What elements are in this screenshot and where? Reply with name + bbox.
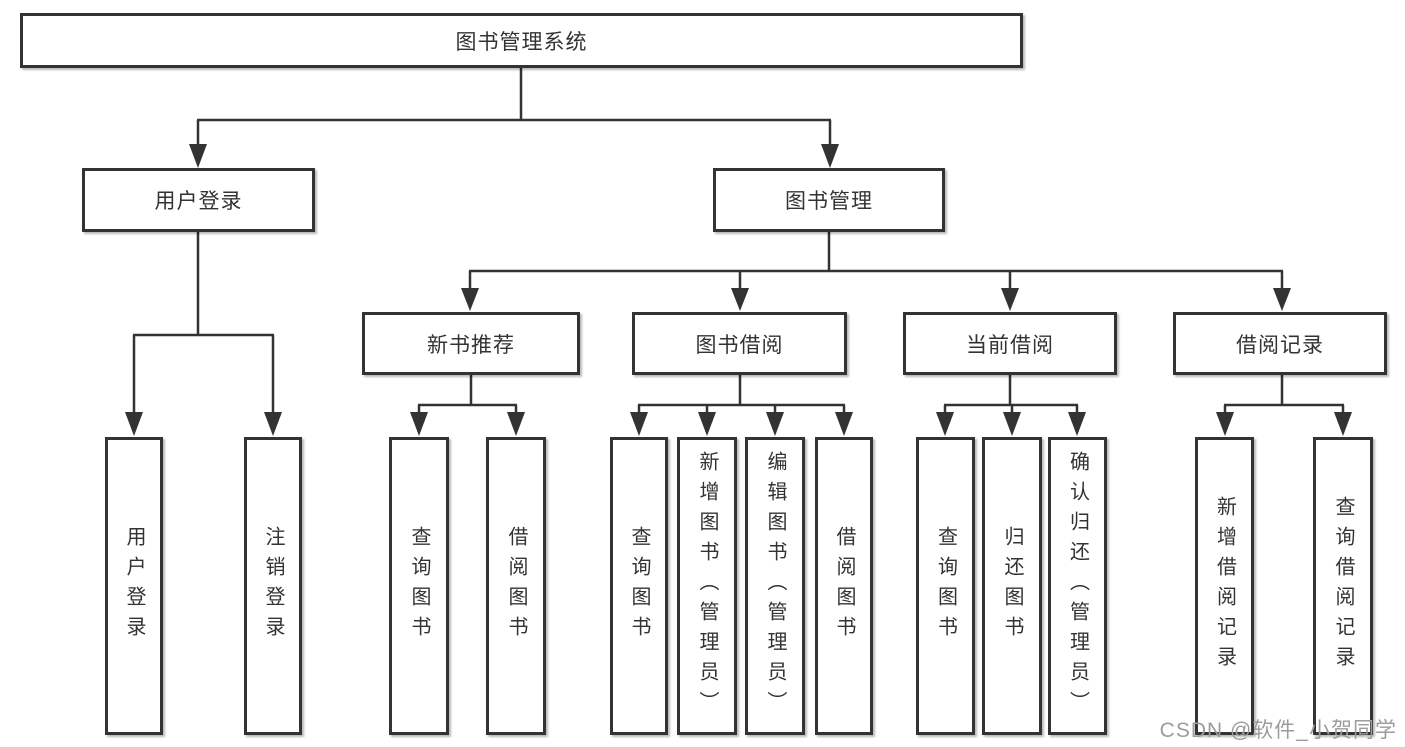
- leaf-borrow-book: 借阅图书: [815, 437, 873, 735]
- leaf-add-book-admin-label: 新增图书（管理员）: [696, 451, 718, 721]
- leaf-query-books-borrow-label: 查询图书: [628, 526, 650, 646]
- leaf-confirm-return-admin-label: 确认归还（管理员）: [1066, 451, 1089, 721]
- leaf-query-books-recommend: 查询图书: [389, 437, 449, 735]
- leaf-query-books-borrow: 查询图书: [610, 437, 668, 735]
- leaf-borrow-books-recommend-label: 借阅图书: [505, 526, 527, 646]
- leaf-add-borrow-record: 新增借阅记录: [1195, 437, 1254, 735]
- leaf-borrow-books-recommend: 借阅图书: [486, 437, 546, 735]
- leaf-query-books-current: 查询图书: [916, 437, 975, 735]
- leaf-add-book-admin: 新增图书（管理员）: [677, 437, 737, 735]
- arrowheads: [125, 144, 1352, 436]
- node-new-book-recommend-label: 新书推荐: [427, 333, 515, 357]
- node-new-book-recommend: 新书推荐: [362, 312, 580, 375]
- node-book-management: 图书管理: [713, 168, 945, 232]
- leaf-user-login-label: 用户登录: [123, 526, 145, 646]
- node-borrow-records: 借阅记录: [1173, 312, 1387, 375]
- leaf-logout: 注销登录: [244, 437, 302, 735]
- leaf-edit-book-admin-label: 编辑图书（管理员）: [764, 451, 786, 721]
- leaf-edit-book-admin: 编辑图书（管理员）: [745, 437, 805, 735]
- node-book-borrow-label: 图书借阅: [695, 333, 784, 357]
- node-root-label: 图书管理系统: [455, 30, 588, 54]
- leaf-logout-label: 注销登录: [262, 526, 284, 646]
- leaf-query-books-current-label: 查询图书: [934, 526, 957, 646]
- node-borrow-records-label: 借阅记录: [1236, 333, 1324, 357]
- node-root: 图书管理系统: [20, 13, 1023, 68]
- node-current-borrow: 当前借阅: [903, 312, 1117, 375]
- node-book-management-label: 图书管理: [785, 190, 873, 213]
- node-current-borrow-label: 当前借阅: [966, 333, 1054, 357]
- leaf-query-borrow-record: 查询借阅记录: [1313, 437, 1373, 735]
- leaf-query-books-recommend-label: 查询图书: [408, 526, 430, 646]
- leaf-user-login: 用户登录: [105, 437, 163, 735]
- leaf-return-book: 归还图书: [982, 437, 1042, 735]
- csdn-watermark: CSDN @软件_小贺同学: [1159, 719, 1397, 742]
- leaf-return-book-label: 归还图书: [1001, 526, 1023, 646]
- leaf-confirm-return-admin: 确认归还（管理员）: [1048, 437, 1107, 735]
- node-user-login: 用户登录: [82, 168, 315, 232]
- leaf-borrow-book-label: 借阅图书: [833, 526, 855, 646]
- leaf-query-borrow-record-label: 查询借阅记录: [1332, 496, 1354, 676]
- node-user-login-label: 用户登录: [154, 190, 243, 213]
- leaf-add-borrow-record-label: 新增借阅记录: [1213, 496, 1236, 676]
- node-book-borrow: 图书借阅: [632, 312, 847, 375]
